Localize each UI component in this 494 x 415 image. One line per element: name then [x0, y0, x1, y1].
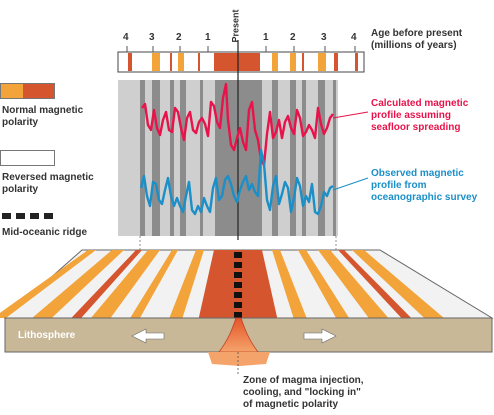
profile-band: [290, 80, 296, 236]
seafloor-stripe: [338, 250, 412, 318]
seafloor-stripe: [32, 250, 124, 318]
polarity-band: [302, 53, 304, 71]
profile-band: [152, 80, 160, 236]
polarity-band: [355, 53, 358, 71]
ridge-legend-icon: [2, 213, 53, 219]
timescale-tick-marks: [126, 46, 356, 52]
observed-profile-leader: [332, 177, 369, 191]
profile-band: [333, 80, 336, 236]
profile-band: [272, 80, 278, 236]
tick-label-left-2: 2: [176, 32, 182, 43]
lithosphere-block: [4, 317, 493, 353]
ridge-dash: [234, 312, 242, 318]
spreading-arrow-left-icon: [131, 328, 165, 344]
ridge-dash: [234, 282, 242, 288]
ridge-dash: [234, 292, 242, 298]
tick-label-right-4: 4: [351, 32, 357, 43]
profile-band: [180, 80, 186, 236]
ridge-dash: [234, 262, 242, 268]
normal-polarity-label: Normal magnetic polarity: [2, 105, 84, 128]
polarity-band: [238, 53, 256, 71]
tick-label-left-3: 3: [149, 32, 155, 43]
age-axis-label: Age before present (millions of years): [371, 28, 463, 51]
magma-injection-zone: [218, 317, 259, 353]
seafloor-stripe: [130, 250, 178, 318]
tick-label-left-1: 1: [205, 32, 211, 43]
seafloor-stripe: [272, 250, 307, 318]
calculated-profile-label: Calculated magnetic profile assuming sea…: [371, 98, 469, 133]
profile-band: [140, 80, 145, 236]
polarity-band: [214, 53, 220, 71]
ridge-legend-label: Mid-oceanic ridge: [2, 227, 88, 238]
observed-profile-label: Observed magnetic profile from oceanogra…: [371, 168, 478, 203]
seafloor-stripe: [298, 250, 350, 318]
polarity-band: [318, 53, 326, 71]
reversed-polarity-label: Reversed magnetic polarity: [2, 172, 94, 195]
seafloor-stripe: [318, 250, 389, 318]
ridge-axis-dashes: [234, 252, 242, 318]
calculated-profile-leader: [332, 111, 369, 119]
lithosphere-label: Lithosphere: [18, 330, 76, 341]
seafloor-stripe: [71, 250, 142, 318]
ridge-dash: [234, 272, 242, 278]
profile-band: [200, 80, 203, 236]
polarity-band: [198, 53, 200, 71]
magma-chamber: [208, 352, 270, 366]
tick-label-right-2: 2: [290, 32, 296, 43]
polarity-band: [152, 53, 160, 71]
polarity-band: [272, 53, 278, 71]
polarity-band: [128, 53, 132, 71]
calculated-profile-curve: [141, 82, 334, 167]
tick-label-right-3: 3: [321, 32, 327, 43]
profile-band: [302, 80, 306, 236]
seafloor-polarity-stripes: [0, 250, 444, 318]
tick-label-left-4: 4: [123, 32, 129, 43]
tick-label-right-1: 1: [263, 32, 269, 43]
observed-profile-curve: [139, 148, 334, 216]
polarity-band: [256, 53, 260, 71]
profile-band: [170, 80, 174, 236]
polarity-band: [334, 53, 338, 71]
seafloor-stripe: [169, 250, 204, 318]
polarity-timescale-bands: [128, 53, 358, 71]
normal-polarity-swatch: [0, 83, 55, 99]
polarity-band: [220, 53, 238, 71]
polarity-band: [290, 53, 296, 71]
profile-band: [318, 80, 325, 236]
present-label: Present: [230, 9, 241, 43]
polarity-band: [178, 53, 184, 71]
ridge-dash: [234, 252, 242, 258]
polarity-band: [170, 53, 172, 71]
seafloor-stripe: [352, 250, 444, 318]
spreading-arrow-right-icon: [303, 328, 337, 344]
seafloor-stripe: [90, 250, 160, 318]
reversed-polarity-swatch: [0, 150, 55, 166]
seafloor-stripe: [0, 250, 96, 318]
ridge-dash: [234, 302, 242, 308]
magma-injection-label: Zone of magma injection, cooling, and "l…: [243, 375, 364, 410]
